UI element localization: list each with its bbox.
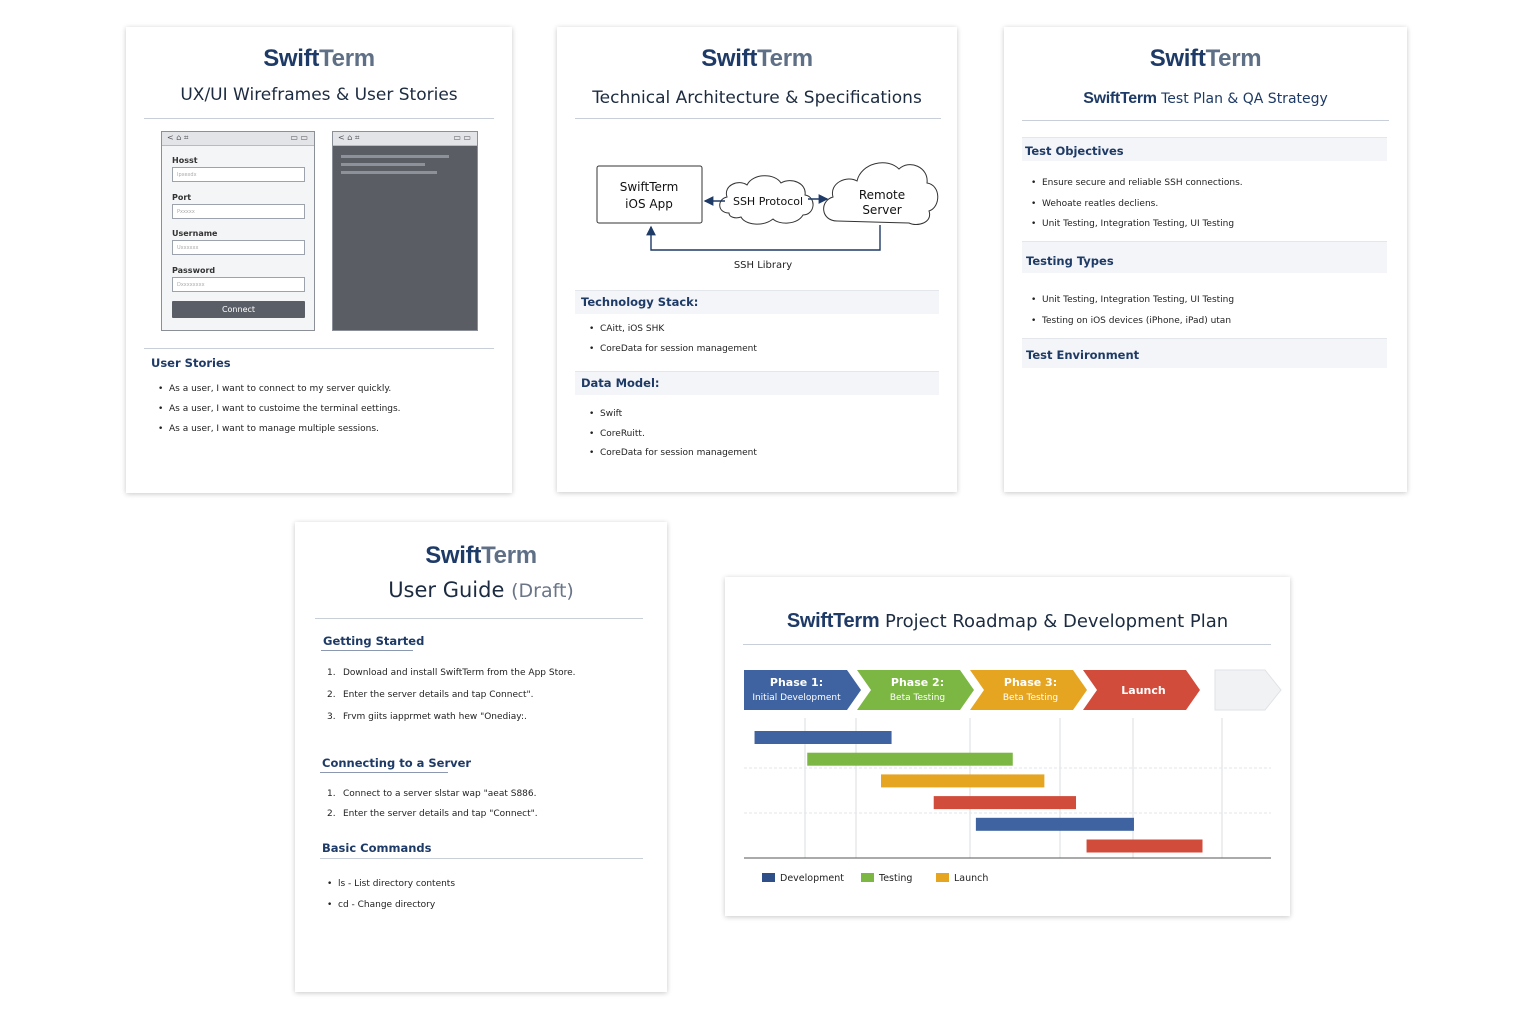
- list-item: 1.Download and install SwiftTerm from th…: [327, 668, 576, 678]
- gantt-bar-4: [933, 796, 1077, 810]
- list-item: 1.Connect to a server slstar wap "aeat S…: [327, 789, 537, 799]
- brand-logo: SwiftTerm: [425, 542, 537, 569]
- brand-logo: SwiftTerm: [263, 45, 375, 72]
- list-item: 2.Enter the server details and tap "Conn…: [327, 809, 538, 819]
- testing-types-heading: Testing Types: [1026, 254, 1114, 268]
- test-objectives-heading: Test Objectives: [1025, 144, 1124, 158]
- phase-title-1: Phase 1:: [770, 676, 823, 689]
- objectives-list: Ensure secure and reliable SSH connectio…: [1031, 173, 1381, 235]
- legend-label: Development: [780, 873, 844, 884]
- list-item: CoreData for session management: [589, 444, 919, 464]
- brand-logo: SwiftTerm: [701, 45, 813, 72]
- ios-app-label: SwiftTerm: [620, 180, 679, 194]
- doc-title: Technical Architecture & Specifications: [592, 88, 922, 108]
- test-environment-heading: Test Environment: [1026, 348, 1140, 362]
- doc-title: SwiftTerm Test Plan & QA Strategy: [1083, 90, 1328, 107]
- list-item: 2.Enter the server details and tap Conne…: [327, 690, 534, 700]
- list-item: ls - List directory contents: [327, 874, 647, 895]
- phase-chevron-4: [1083, 670, 1200, 710]
- legend-label: Testing: [878, 873, 912, 884]
- architecture-doc: SwiftTerm Technical Architecture & Speci…: [557, 27, 957, 492]
- test-plan-doc: SwiftTerm SwiftTerm Test Plan & QA Strat…: [1004, 27, 1407, 492]
- data-model-list: Swift CoreRuitt. CoreData for session ma…: [589, 405, 919, 464]
- data-model-heading: Data Model:: [581, 376, 660, 390]
- ios-app-box: [596, 165, 703, 224]
- doc-title: UX/UI Wireframes & User Stories: [180, 85, 458, 105]
- list-item: cd - Change directory: [327, 895, 647, 916]
- phase-title-3: Phase 3:: [1004, 676, 1057, 689]
- list-item: CAitt, iOS SHK: [589, 319, 919, 339]
- ssh-library-label: SSH Library: [734, 260, 792, 271]
- technology-stack-heading: Technology Stack:: [581, 295, 699, 309]
- password-input[interactable]: Dxxxxxxxx: [172, 277, 305, 292]
- list-item: Ensure secure and reliable SSH connectio…: [1031, 173, 1381, 194]
- tech-stack-list: CAitt, iOS SHK CoreData for session mana…: [589, 319, 919, 359]
- basic-commands-heading: Basic Commands: [322, 841, 432, 855]
- port-label: Port: [172, 193, 192, 202]
- phase-subtitle-2: Beta Testing: [890, 693, 945, 703]
- user-stories-heading: User Stories: [151, 356, 231, 370]
- list-item: Unit Testing, Integration Testing, UI Te…: [1031, 214, 1381, 235]
- list-item: As a user, I want to custoime the termin…: [158, 399, 488, 419]
- architecture-diagram: SwiftTerm iOS App SSH Protocol Remote Se…: [596, 162, 939, 271]
- user-guide-doc: SwiftTerm User Guide (Draft) Getting Sta…: [295, 522, 667, 992]
- remote-server-cloud: [823, 162, 939, 225]
- list-item: Testing on iOS devices (iPhone, iPad) ut…: [1031, 311, 1381, 332]
- getting-started-heading: Getting Started: [323, 634, 425, 648]
- ssh-protocol-cloud: [719, 175, 814, 225]
- user-stories-list: As a user, I want to connect to my serve…: [158, 379, 488, 439]
- gantt-bar-6: [1086, 839, 1203, 853]
- remote-server-label: Remote: [859, 188, 905, 202]
- wireframes-doc: SwiftTerm UX/UI Wireframes & User Storie…: [126, 27, 512, 493]
- roadmap-doc: SwiftTerm Project Roadmap & Development …: [725, 577, 1290, 916]
- legend-swatch: [936, 873, 949, 882]
- list-item: Wehoate reatles decliens.: [1031, 194, 1381, 215]
- host-input[interactable]: Ipxexdx: [172, 167, 305, 182]
- doc-title: SwiftTerm Project Roadmap & Development …: [786, 610, 1229, 632]
- port-input[interactable]: Pxxxxx: [172, 204, 305, 219]
- legend-swatch: [762, 873, 775, 882]
- host-label: Hosst: [172, 156, 198, 165]
- list-item: CoreData for session management: [589, 339, 919, 359]
- list-item: As a user, I want to manage multiple ses…: [158, 419, 488, 439]
- connecting-heading: Connecting to a Server: [322, 756, 472, 770]
- phase-subtitle-1: Initial Development: [752, 693, 841, 703]
- gantt-bar-1: [754, 731, 892, 744]
- remote-server-label-2: Server: [862, 203, 901, 217]
- legend-swatch: [861, 873, 874, 882]
- commands-list: ls - List directory contents cd - Change…: [327, 874, 647, 916]
- roadmap-chart: Phase 1: Initial Development Phase 2: Beta …: [744, 669, 1282, 884]
- list-item: As a user, I want to connect to my serve…: [158, 379, 488, 399]
- phase-subtitle-3: Beta Testing: [1003, 693, 1058, 703]
- gantt-bar-5: [975, 817, 1134, 831]
- phase-chevron-2: [857, 670, 974, 710]
- doc-title: User Guide (Draft): [388, 578, 574, 602]
- testing-types-list: Unit Testing, Integration Testing, UI Te…: [1031, 290, 1381, 332]
- password-label: Password: [172, 266, 216, 275]
- getting-started-list: 1.Download and install SwiftTerm from th…: [327, 662, 647, 728]
- connecting-list: 1.Connect to a server slstar wap "aeat S…: [327, 784, 647, 824]
- list-item: Swift: [589, 405, 919, 425]
- gantt-bar-3: [881, 774, 1045, 788]
- gantt-bar-2: [807, 752, 1013, 766]
- phase-chevron-3: [970, 670, 1087, 710]
- username-input[interactable]: Uxxxxxx: [172, 240, 305, 255]
- ssh-protocol-label: SSH Protocol: [733, 195, 803, 208]
- login-wireframe: < ⌂ ⌗▭ ▭ Hosst Ipxexdx Port Pxxxxx Usern…: [161, 131, 315, 331]
- connect-button[interactable]: Connect: [172, 301, 305, 318]
- list-item: Unit Testing, Integration Testing, UI Te…: [1031, 290, 1381, 311]
- list-item: 3.Frvm giits iapprmet wath hew "Onediay:…: [327, 712, 527, 722]
- list-item: CoreRuitt.: [589, 425, 919, 445]
- brand-logo: SwiftTerm: [1149, 45, 1262, 72]
- phase-chevron-1: [744, 670, 861, 710]
- terminal-wireframe: < ⌂ ⌗▭ ▭: [332, 131, 478, 331]
- phase-title-4: Launch: [1121, 684, 1165, 697]
- legend-label: Launch: [954, 873, 988, 884]
- username-label: Username: [172, 229, 218, 238]
- phase-title-2: Phase 2:: [891, 676, 944, 689]
- ios-app-label-2: iOS App: [625, 197, 673, 211]
